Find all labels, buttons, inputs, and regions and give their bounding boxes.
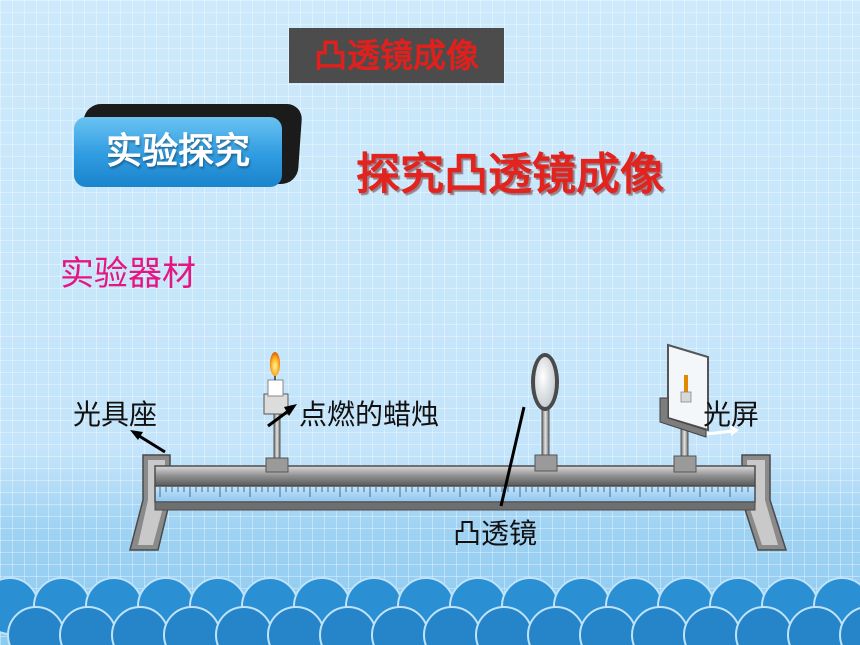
candle-holder	[263, 352, 289, 473]
bench-scale-ticks	[159, 487, 749, 497]
decorative-waves	[0, 577, 860, 645]
screen-holder	[659, 343, 709, 473]
arrow-head-icon	[730, 425, 739, 436]
lens-holder	[531, 353, 559, 472]
experiment-badge: 实验探究	[74, 117, 282, 187]
topic-title: 凸透镜成像	[289, 28, 504, 83]
wave-shape	[839, 607, 860, 645]
arrow-head-icon	[130, 430, 143, 440]
bench-rail	[154, 465, 756, 511]
label-candle: 点燃的蜡烛	[299, 398, 440, 431]
pointer-lines	[130, 404, 739, 507]
main-title: 探究凸透镜成像	[356, 149, 664, 200]
label-lens: 凸透镜	[453, 517, 538, 550]
section-title: 实验器材	[60, 254, 196, 294]
label-optical-bench: 光具座	[73, 398, 158, 431]
label-screen: 光屏	[703, 398, 760, 431]
arrow-head-icon	[284, 404, 297, 416]
